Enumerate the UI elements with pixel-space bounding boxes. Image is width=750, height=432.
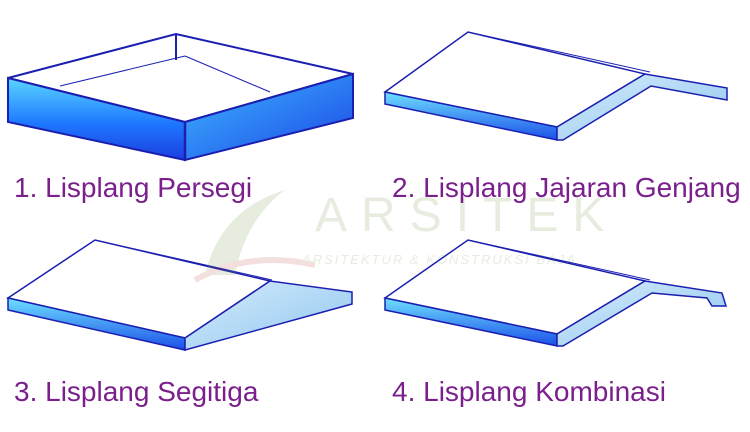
figure-3-segitiga	[6, 239, 353, 351]
caption-lisplang-jajaran-genjang: 2. Lisplang Jajaran Genjang	[392, 172, 741, 203]
slab-ridge-line	[94, 239, 273, 281]
caption-lisplang-kombinasi: 4. Lisplang Kombinasi	[392, 376, 666, 407]
slab-ridge-line	[467, 31, 651, 73]
box-ridge-line	[59, 55, 186, 87]
figure-4-kombinasi	[383, 239, 728, 347]
combination-profile	[556, 280, 728, 347]
parallelogram-profile	[556, 73, 728, 141]
triangle-profile	[184, 280, 353, 351]
box-ridge-line-2	[184, 55, 271, 93]
slab-ridge-line	[467, 239, 651, 281]
caption-lisplang-persegi: 1. Lisplang Persegi	[14, 172, 253, 203]
caption-lisplang-segitiga: 3. Lisplang Segitiga	[14, 376, 259, 407]
figure-2-jajaran-genjang	[383, 31, 728, 141]
figure-1-persegi	[7, 32, 354, 162]
